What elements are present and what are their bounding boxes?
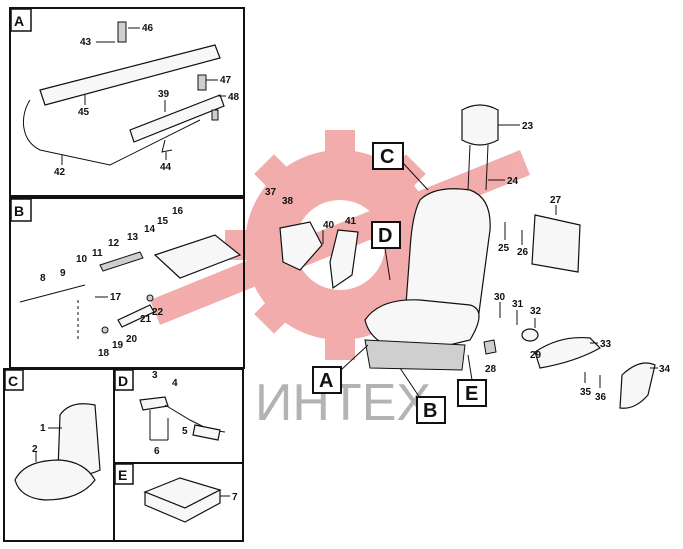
svg-text:23: 23 [522,121,534,132]
callout-c: C [380,146,394,168]
svg-text:30: 30 [494,292,506,303]
svg-text:12: 12 [108,238,120,249]
callout-a: A [319,370,333,392]
svg-text:31: 31 [512,299,524,310]
panel-c: C 1 2 [3,368,115,542]
panel-d: D 3 4 5 6 [113,368,244,464]
svg-text:9: 9 [60,268,66,279]
svg-text:10: 10 [76,254,88,265]
svg-text:48: 48 [228,92,240,103]
svg-text:34: 34 [659,364,671,375]
suspension-base [364,339,466,371]
headrest [461,104,499,146]
back-cover [531,214,581,273]
svg-text:3: 3 [152,370,158,381]
svg-text:47: 47 [220,75,232,86]
panel-a-letter: A [14,13,24,29]
svg-text:16: 16 [172,206,184,217]
callout-d: D [378,225,392,247]
svg-text:41: 41 [345,216,357,227]
callout-b: B [423,400,437,422]
svg-text:26: 26 [517,247,529,258]
svg-text:36: 36 [595,392,607,403]
panel-c-letter: C [8,373,18,389]
panel-b-callouts: 16 15 14 13 12 11 10 9 8 17 22 21 20 19 … [40,206,184,359]
armrest [534,336,601,369]
svg-text:11: 11 [92,248,103,259]
svg-text:8: 8 [40,273,46,284]
svg-text:40: 40 [323,220,335,231]
seat-cushion [14,459,96,501]
callout-e: E [465,383,478,405]
svg-text:4: 4 [172,378,178,389]
svg-text:37: 37 [265,187,277,198]
panel-a: A 46 43 45 47 39 48 44 42 [9,7,245,197]
svg-text:13: 13 [127,232,139,243]
svg-text:14: 14 [144,224,156,235]
panel-e: E 7 [113,462,244,542]
panel-a-callouts: 46 43 45 47 39 48 44 42 [54,23,240,178]
svg-text:43: 43 [80,37,92,48]
svg-text:24: 24 [507,176,519,187]
svg-text:1: 1 [40,423,46,434]
svg-text:21: 21 [140,314,152,325]
svg-text:15: 15 [157,216,169,227]
svg-text:32: 32 [530,306,542,317]
svg-text:7: 7 [232,492,238,503]
svg-text:17: 17 [110,292,122,303]
side-bracket [279,221,323,271]
panel-e-letter: E [118,467,127,483]
svg-text:5: 5 [182,426,188,437]
main-part-numbers: 23 24 27 25 26 37 38 40 41 30 31 32 29 2… [265,121,671,403]
side-cover [329,229,359,290]
watermark-text: ИНТЕХ [255,374,431,432]
panel-b-letter: B [14,203,24,219]
svg-text:22: 22 [152,307,164,318]
armrest-cover [619,362,656,409]
main-seat-assembly [279,104,656,409]
svg-text:46: 46 [142,23,154,34]
svg-text:35: 35 [580,387,592,398]
svg-text:42: 42 [54,167,66,178]
svg-text:44: 44 [160,162,172,173]
svg-text:45: 45 [78,107,90,118]
svg-text:38: 38 [282,196,294,207]
svg-text:39: 39 [158,89,170,100]
svg-text:27: 27 [550,195,562,206]
svg-text:25: 25 [498,243,510,254]
svg-text:28: 28 [485,364,497,375]
svg-text:6: 6 [154,446,160,457]
svg-text:18: 18 [98,348,110,359]
svg-text:33: 33 [600,339,612,350]
main-callouts: C D A B E [312,142,487,424]
svg-text:19: 19 [112,340,124,351]
svg-text:29: 29 [530,350,542,361]
panel-d-letter: D [118,373,128,389]
svg-text:2: 2 [32,444,38,455]
svg-text:20: 20 [126,334,138,345]
